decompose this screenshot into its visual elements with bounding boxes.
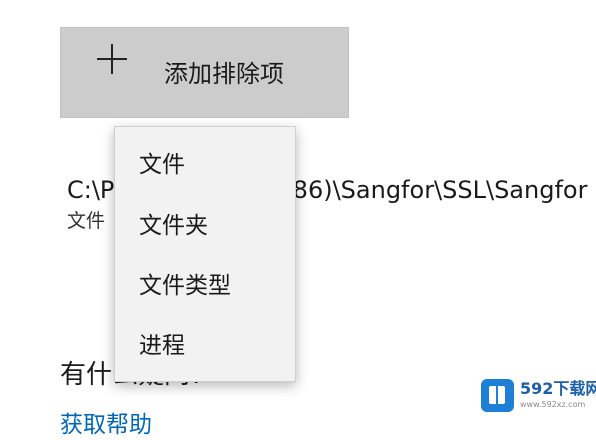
watermark-brand: 592下载网 (520, 379, 596, 398)
menu-item-folder[interactable]: 文件夹 (139, 213, 208, 239)
menu-item-file[interactable]: 文件 (139, 152, 185, 178)
menu-item-file-type[interactable]: 文件类型 (139, 273, 231, 299)
add-exclusion-button[interactable]: 添加排除项 (60, 27, 349, 118)
watermark: 592下载网 www.592xz.com (478, 377, 596, 417)
watermark-url: www.592xz.com (520, 400, 586, 409)
menu-item-process[interactable]: 进程 (139, 333, 185, 359)
exclusion-type-menu: 文件 文件夹 文件类型 进程 (114, 126, 296, 382)
add-exclusion-label: 添加排除项 (164, 60, 284, 88)
exclusion-type: 文件 (67, 210, 106, 232)
get-help-link[interactable]: 获取帮助 (60, 412, 152, 438)
plus-icon (97, 44, 127, 74)
watermark-logo-icon (481, 379, 514, 412)
